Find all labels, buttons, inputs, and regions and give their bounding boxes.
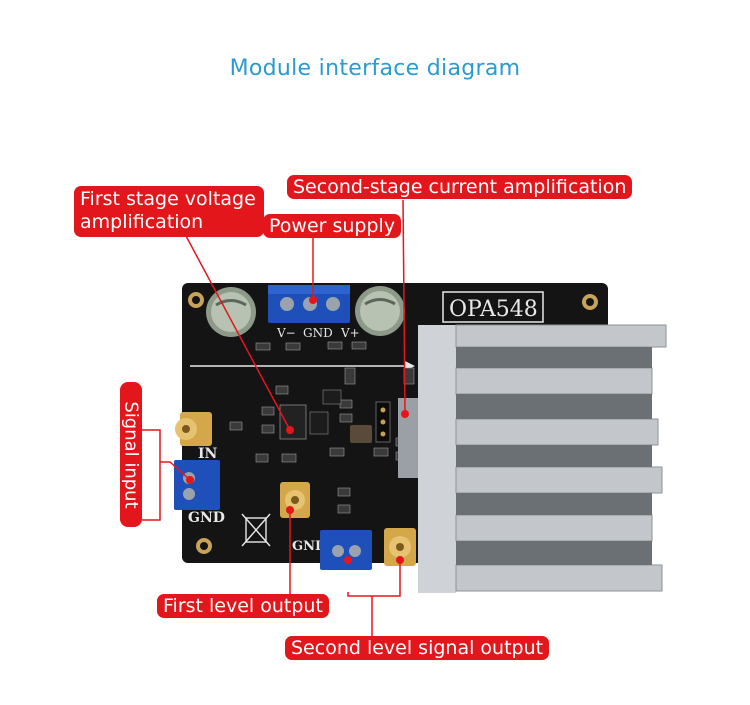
label-signal-input: Signal input: [120, 382, 142, 527]
weee-icon: [241, 513, 271, 547]
label-second-stage: Second-stage current amplification: [287, 175, 633, 199]
capacitor-left: [206, 287, 256, 337]
chip-name: OPA548: [449, 297, 538, 322]
tantalum-capacitor: [350, 425, 372, 443]
label-power-supply: Power supply: [263, 214, 402, 238]
label-first-stage: First stage voltage amplification: [74, 186, 264, 237]
output-terminal: [320, 530, 372, 570]
diagram-title: Module interface diagram: [229, 56, 521, 81]
sma-input-connector: [175, 412, 212, 446]
chip-name-box: [442, 291, 544, 323]
input-terminal: [174, 460, 220, 510]
sma-second-output: [384, 528, 416, 566]
gnd-label-left: GND: [188, 510, 225, 526]
gnd-label-bottom: GND: [292, 539, 326, 554]
callout-lines: [142, 199, 406, 636]
label-first-output: First level output: [157, 594, 329, 618]
smd-components: [229, 341, 415, 514]
callout-dots: [186, 296, 409, 564]
pin-label-vminus: V−: [276, 326, 296, 340]
heatsink: [398, 324, 667, 593]
label-second-output: Second level signal output: [285, 636, 550, 660]
power-terminal: [268, 285, 350, 323]
sma-first-output: [280, 482, 310, 518]
pin-label-gnd: GND: [303, 326, 333, 340]
op-amp-ic: [279, 404, 307, 440]
in-label: IN: [198, 446, 218, 462]
capacitor-right: [355, 286, 405, 336]
pin-label-vplus: V+: [340, 326, 360, 340]
